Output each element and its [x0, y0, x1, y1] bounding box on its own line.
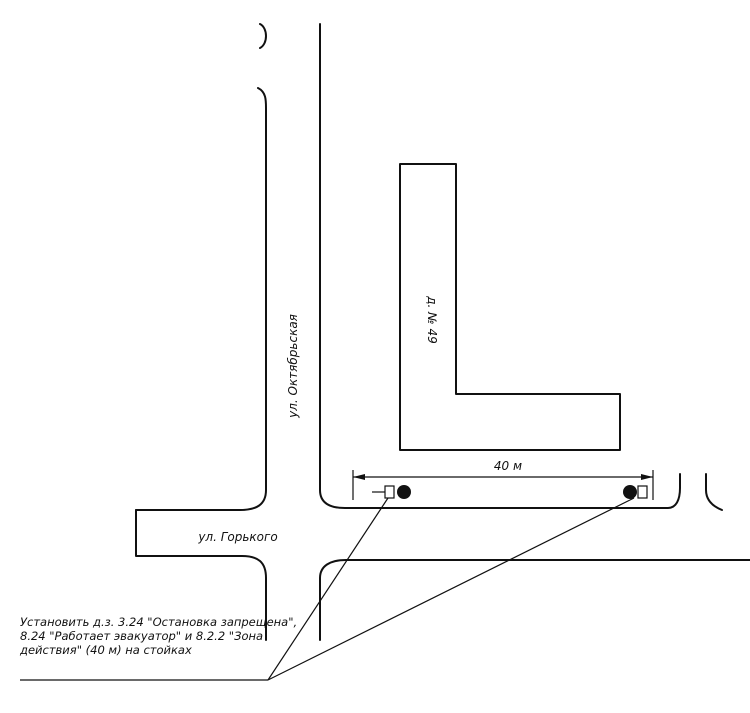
street-left-curb — [135, 23, 267, 511]
building-label: д. № 49 — [425, 295, 439, 344]
leader-lines — [20, 497, 635, 681]
zone-dimension — [352, 470, 654, 500]
street-label-gorkogo: ул. Горького — [197, 530, 277, 544]
zone-length-label: 40 м — [494, 459, 522, 473]
sign-post-right — [623, 485, 648, 499]
street-label-oktyabrskaya: ул. Октябрьская — [286, 314, 300, 419]
street-bottom-curb — [135, 509, 750, 641]
note-line-1: Установить д.з. 3.24 "Остановка запрещен… — [20, 615, 298, 629]
side-road-curb — [705, 473, 723, 511]
street-right-curb — [319, 23, 681, 509]
installation-note: Установить д.з. 3.24 "Остановка запрещен… — [20, 615, 298, 657]
building-outline — [399, 163, 621, 451]
note-line-2: 8.24 "Работает эвакуатор" и 8.2.2 "Зона — [20, 629, 264, 643]
note-line-3: действия" (40 м) на стойках — [20, 643, 192, 657]
sign-post-left — [372, 485, 411, 499]
